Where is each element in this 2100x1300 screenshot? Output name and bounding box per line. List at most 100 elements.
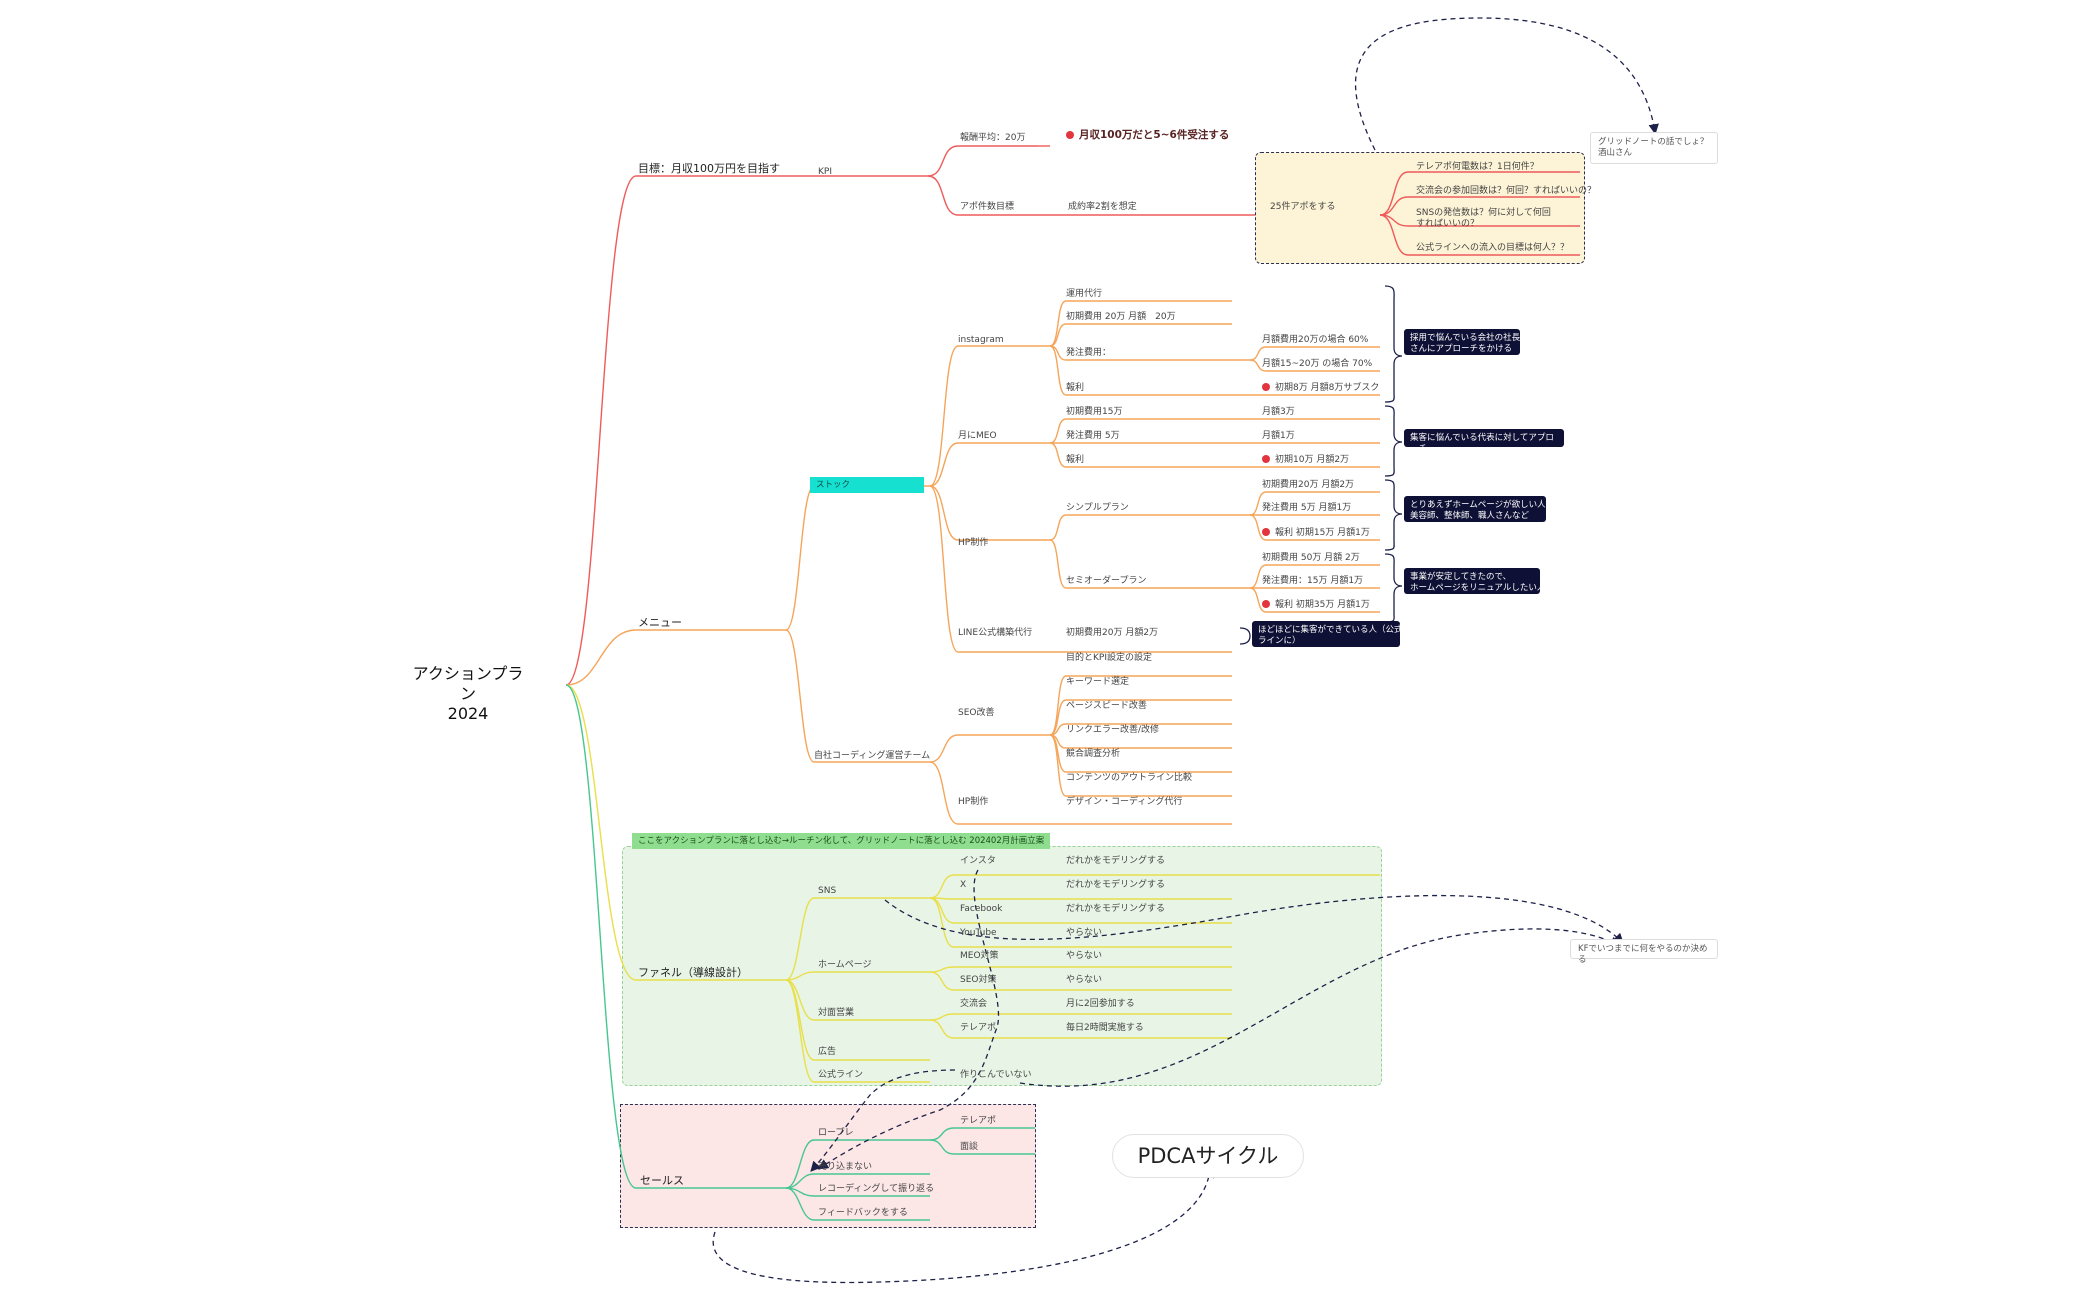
- meo-item-1[interactable]: 初期費用15万: [1066, 407, 1123, 417]
- hp-action-1[interactable]: やらない: [1066, 951, 1103, 961]
- roleplay-item-1[interactable]: テレアポ: [960, 1116, 997, 1126]
- funnel-line-status[interactable]: 作りこんでいない: [960, 1070, 1032, 1080]
- target-note-3[interactable]: とりあえずホームページが欲しい人に 美容師、整体師、職人さんなど: [1404, 496, 1554, 522]
- question-4[interactable]: 公式ラインへの流入の目標は何人？？: [1416, 243, 1570, 253]
- meo-sub-1[interactable]: 月額3万: [1262, 407, 1295, 417]
- appo-count-label[interactable]: 25件アポをする: [1270, 202, 1336, 212]
- unit-price-target[interactable]: 月収100万だと5~6件受注する: [1066, 130, 1229, 141]
- sns-action-1[interactable]: だれかをモデリングする: [1066, 856, 1166, 866]
- sales-item-3[interactable]: フィードバックをする: [818, 1208, 908, 1218]
- simple-plan[interactable]: シンプルプラン: [1066, 503, 1129, 513]
- root-node[interactable]: アクションプラン 2024: [408, 664, 528, 724]
- question-2[interactable]: 交流会の参加回数は？何回？すればいいの？: [1416, 186, 1597, 196]
- relation-funnel-sales: [817, 869, 1000, 1170]
- simple-sub-3-text: 報利 初期15万 月額1万: [1275, 528, 1370, 538]
- meo-sub-2[interactable]: 月額1万: [1262, 431, 1295, 441]
- seo-item-3[interactable]: ページスピード改善: [1066, 701, 1147, 711]
- hp-name-1[interactable]: MEO対策: [960, 951, 999, 961]
- stock-tag[interactable]: ストック: [810, 477, 924, 493]
- meo-sub-3[interactable]: 初期10万 月額2万: [1262, 455, 1349, 466]
- sns-name-2[interactable]: X: [960, 880, 967, 890]
- ads-label[interactable]: 広告: [818, 1047, 837, 1057]
- insta-sub-1[interactable]: 月額費用20万の場合 60%: [1262, 335, 1369, 345]
- gridnote-note[interactable]: グリッドノートの話でしょ？ 酒山さん: [1590, 132, 1718, 164]
- simple-sub-2[interactable]: 発注費用 5万 月額1万: [1262, 503, 1352, 513]
- seo-item-6[interactable]: コンテンツのアウトライン比較: [1066, 773, 1193, 783]
- funnel-banner[interactable]: ここをアクションプランに落とし込む→ルーチン化して、グリッドノートに落とし込む …: [632, 833, 1051, 849]
- sales-title[interactable]: セールス: [640, 1174, 684, 1187]
- branch-menu: [565, 629, 786, 686]
- meo-label[interactable]: 月にMEO: [958, 431, 997, 441]
- relation-kf-curve-2: [1019, 928, 1621, 1087]
- insta-sub-2[interactable]: 月額15~20万 の場合 70%: [1262, 359, 1373, 369]
- semi-sub-1[interactable]: 初期費用 50万 月額 2万: [1262, 553, 1360, 563]
- sales-item-2[interactable]: レコーディングして振り返る: [818, 1184, 935, 1194]
- target-note-1[interactable]: 採用で悩んでいる会社の社長 さんにアプローチをかける: [1404, 329, 1520, 355]
- semi-sub-2[interactable]: 発注費用：15万 月額1万: [1262, 576, 1364, 586]
- roleplay-item-2[interactable]: 面談: [960, 1142, 979, 1152]
- sales-name-1[interactable]: 交流会: [960, 999, 988, 1009]
- kpi-question-box: [1255, 152, 1585, 264]
- coding-team-label[interactable]: 自社コーディング運営チーム: [814, 751, 931, 761]
- target-note-5[interactable]: ほどほどに集客ができている人（公式 ラインに）: [1252, 621, 1403, 647]
- question-1[interactable]: テレアポ何電数は？1日何件？: [1416, 162, 1539, 172]
- funnel-line-label[interactable]: 公式ライン: [818, 1070, 864, 1080]
- meo-item-3[interactable]: 報利: [1066, 455, 1085, 465]
- hp-action-2[interactable]: やらない: [1066, 975, 1103, 985]
- sales-item-1[interactable]: 売り込まない: [818, 1162, 873, 1172]
- relation-kf-curve-1: [884, 894, 1624, 944]
- roleplay-label[interactable]: ロープレ: [818, 1128, 854, 1138]
- relation-line-sales: [810, 1069, 956, 1172]
- line-label[interactable]: LINE公式構築代行: [958, 628, 1033, 638]
- simple-sub-1[interactable]: 初期費用20万 月額2万: [1262, 480, 1355, 490]
- insta-item-4[interactable]: 報利: [1066, 383, 1085, 393]
- sales-action-1[interactable]: 月に2回参加する: [1066, 999, 1135, 1009]
- target-note-2[interactable]: 集客に悩んでいる代表に対してアプローチ: [1404, 429, 1564, 454]
- hp-label[interactable]: HP制作: [958, 538, 989, 548]
- insta-item-1[interactable]: 運用代行: [1066, 289, 1103, 299]
- face-sales-label[interactable]: 対面営業: [818, 1008, 855, 1018]
- funnel-title[interactable]: ファネル（導線設計）: [638, 966, 748, 979]
- goal-title[interactable]: 目標：月収100万円を目指す: [638, 162, 780, 175]
- coding-hp-label[interactable]: HP制作: [958, 797, 989, 807]
- meo-item-2[interactable]: 発注費用 5万: [1066, 431, 1120, 441]
- seo-item-1[interactable]: 目的とKPI設定の設定: [1066, 653, 1152, 663]
- semi-plan[interactable]: セミオーダープラン: [1066, 576, 1147, 586]
- kf-note[interactable]: KFでいつまでに何をやるのか決める: [1570, 939, 1718, 965]
- coding-hp-item[interactable]: デザイン・コーディング代行: [1066, 797, 1183, 807]
- close-rate-label[interactable]: 成約率2割を想定: [1068, 202, 1137, 212]
- simple-sub-3[interactable]: 報利 初期15万 月額1万: [1262, 528, 1370, 539]
- instagram-label[interactable]: instagram: [958, 335, 1004, 345]
- unit-price-label[interactable]: 報酬平均：20万: [960, 133, 1026, 143]
- kpi-label[interactable]: KPI: [818, 167, 832, 177]
- insta-item-3[interactable]: 発注費用：: [1066, 348, 1112, 358]
- root-title: アクションプラン: [412, 664, 524, 703]
- seo-item-2[interactable]: キーワード選定: [1066, 677, 1130, 687]
- sns-action-3[interactable]: だれかをモデリングする: [1066, 904, 1166, 914]
- insta-item-2[interactable]: 初期費用 20万 月額 20万: [1066, 312, 1176, 322]
- branch-goal: [565, 175, 772, 686]
- pdca-node[interactable]: PDCAサイクル: [1112, 1134, 1304, 1178]
- semi-sub-3-text: 報利 初期35万 月額1万: [1275, 600, 1370, 610]
- seo-item-4[interactable]: リンクエラー改善/改修: [1066, 725, 1160, 735]
- question-3[interactable]: SNSの発信数は？何に対して何回 すればいいの？: [1416, 208, 1551, 229]
- menu-title[interactable]: メニュー: [638, 616, 682, 629]
- seo-label[interactable]: SEO改善: [958, 708, 995, 718]
- sns-name-4[interactable]: YouTube: [960, 928, 997, 938]
- homepage-label[interactable]: ホームページ: [818, 960, 872, 970]
- semi-sub-3[interactable]: 報利 初期35万 月額1万: [1262, 600, 1370, 611]
- line-price[interactable]: 初期費用20万 月額2万: [1066, 628, 1159, 638]
- sns-name-1[interactable]: インスタ: [960, 856, 996, 866]
- hp-name-2[interactable]: SEO対策: [960, 975, 997, 985]
- insta-sub-3[interactable]: 初期8万 月額8万サブスク: [1262, 383, 1379, 394]
- priority-dot-icon: [1262, 528, 1270, 536]
- sales-action-2[interactable]: 毎日2時間実施する: [1066, 1023, 1144, 1033]
- sns-action-4[interactable]: やらない: [1066, 928, 1103, 938]
- seo-item-5[interactable]: 競合調査分析: [1066, 749, 1121, 759]
- appo-target-label[interactable]: アポ件数目標: [960, 202, 1015, 212]
- sales-name-2[interactable]: テレアポ: [960, 1023, 997, 1033]
- sns-action-2[interactable]: だれかをモデリングする: [1066, 880, 1166, 890]
- target-note-4[interactable]: 事業が安定してきたので、 ホームページをリニュアルしたい人: [1404, 568, 1545, 594]
- sns-label[interactable]: SNS: [818, 886, 837, 896]
- sns-name-3[interactable]: Facebook: [960, 904, 1003, 914]
